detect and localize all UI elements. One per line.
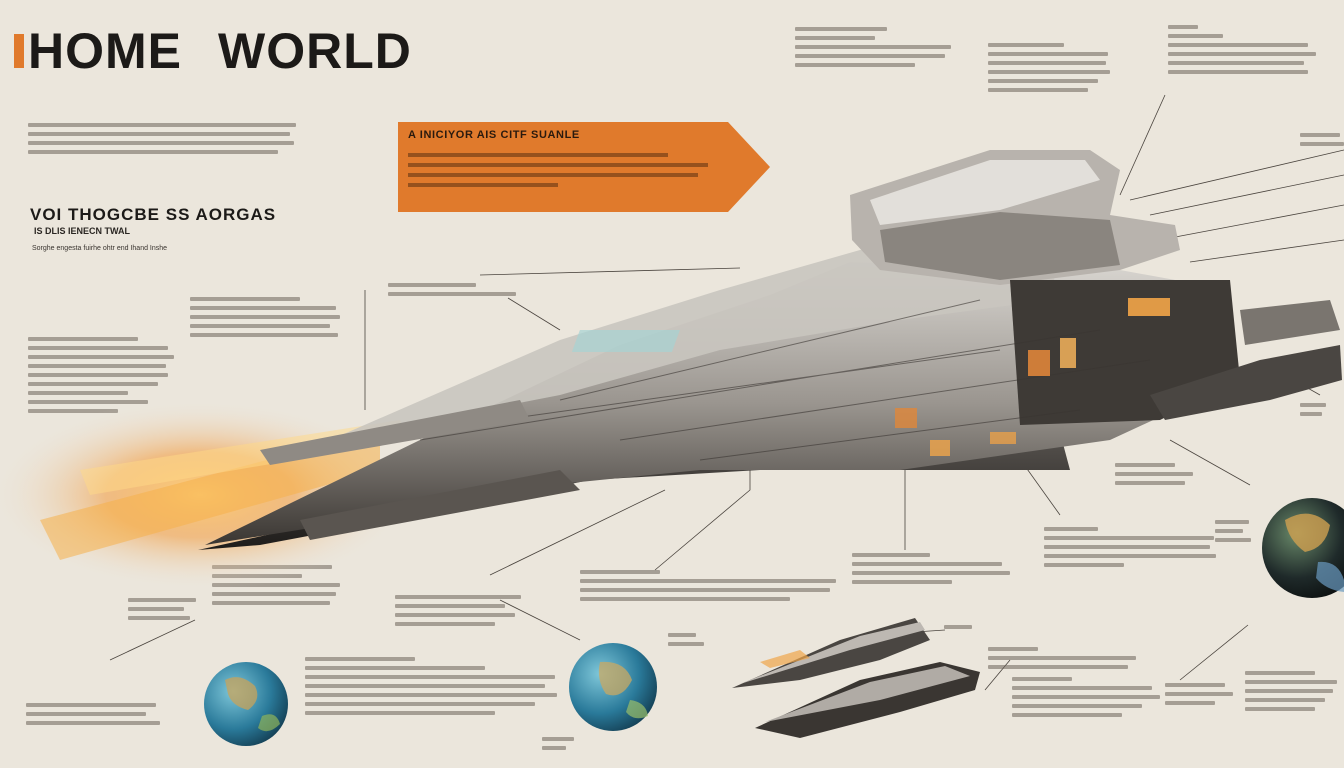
- annotation-block: [305, 652, 560, 720]
- annotation-block: [944, 620, 974, 634]
- annotation-block: [388, 278, 518, 301]
- annotation-block: [1215, 515, 1255, 547]
- annotation-block: [1044, 522, 1216, 572]
- annotation-block: [795, 22, 955, 72]
- annotation-block: [542, 732, 582, 755]
- callout-arrow-shape: [398, 122, 770, 212]
- title-word-home: HOME: [28, 23, 182, 79]
- annotation-block: [1115, 458, 1195, 490]
- annotation-block: [128, 593, 198, 625]
- annotation-block: [190, 292, 340, 342]
- annotation-block: [1245, 666, 1340, 716]
- annotation-block: [988, 38, 1110, 97]
- title-accent-bar: [14, 34, 24, 68]
- annotation-block: [1012, 672, 1162, 722]
- callout-body: [408, 147, 708, 193]
- annotation-block: [1300, 128, 1344, 151]
- page-title: HOME WORLD: [14, 22, 412, 80]
- annotation-block: [1168, 20, 1318, 79]
- annotation-block: [852, 548, 1012, 589]
- callout-heading: A INICIYOR AIS CITF SUANLE: [408, 129, 580, 141]
- section-caption: Sorghe engesta fuirhe ohtr end Ihand Ins…: [32, 245, 168, 252]
- annotation-block: [28, 332, 178, 418]
- title-word-world: WORLD: [218, 23, 412, 79]
- annotation-block: [26, 698, 161, 730]
- section-heading: VOI THOGCBE SS AORGAS: [30, 205, 277, 224]
- annotation-block: [1300, 398, 1340, 421]
- annotation-block: [988, 642, 1138, 674]
- annotation-block: [580, 565, 840, 606]
- annotation-block: [395, 590, 525, 631]
- annotation-block: [1165, 678, 1235, 710]
- section-subheading: IS DLIS IENECN TWAL: [34, 226, 131, 236]
- annotation-block: [668, 628, 708, 651]
- orange-callout: A INICIYOR AIS CITF SUANLE: [398, 122, 770, 212]
- intro-text-block: [28, 118, 298, 159]
